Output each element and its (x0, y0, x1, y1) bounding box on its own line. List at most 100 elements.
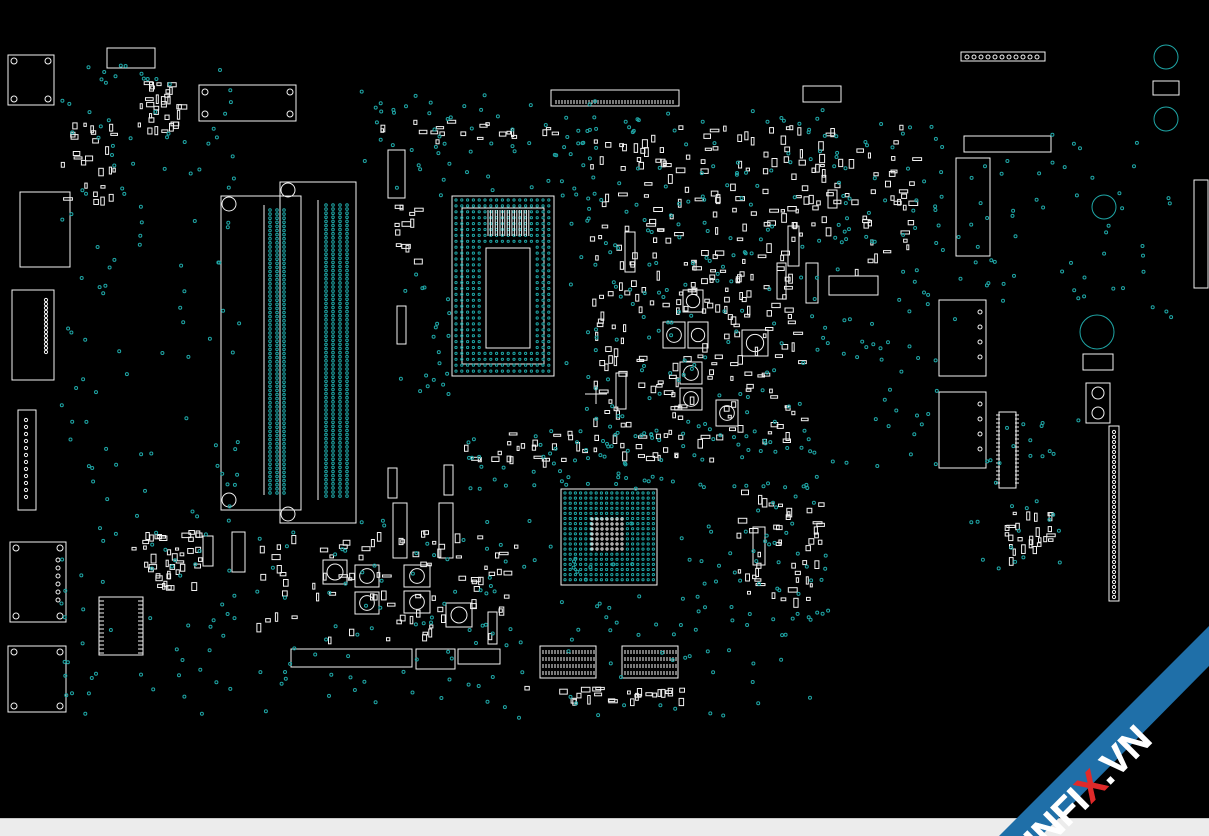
test-via (969, 520, 974, 525)
dimm-pin (324, 363, 328, 367)
smd-part (520, 443, 526, 449)
dimm-pin (324, 223, 328, 228)
smd-part (1006, 524, 1016, 528)
smd-part (672, 362, 679, 372)
bga-ball (641, 527, 645, 531)
test-via (875, 464, 880, 468)
test-via (329, 672, 334, 677)
bga-ball (471, 210, 475, 214)
dimm-pin (282, 487, 286, 491)
smd-part (830, 128, 835, 138)
test-via (683, 655, 688, 660)
test-via (657, 438, 662, 443)
smd-part (478, 576, 484, 586)
bga-ball (568, 557, 572, 561)
test-via (186, 623, 191, 628)
bga-ball (589, 573, 593, 577)
test-via (607, 605, 612, 610)
test-via (60, 98, 65, 103)
bga-ball (641, 532, 645, 536)
smd-part (663, 433, 669, 438)
bga-ball (489, 198, 493, 202)
dimm-pin (338, 350, 342, 355)
bga-ball (466, 304, 470, 308)
test-via (113, 531, 118, 536)
bga-ball (547, 322, 551, 326)
test-via (418, 389, 423, 394)
smd-part (906, 244, 910, 251)
dimm-pin (268, 462, 272, 467)
dimm-pin (275, 482, 279, 487)
test-via (427, 111, 432, 116)
dimm-pin (345, 231, 349, 236)
board-viewport[interactable] (0, 0, 1209, 818)
smd-part (595, 686, 605, 691)
bga-ball (466, 345, 470, 350)
test-via (1141, 269, 1146, 274)
test-via (886, 424, 891, 429)
bga-ball (641, 573, 645, 577)
smd-part (744, 131, 749, 141)
smd-part (464, 444, 469, 452)
test-via (554, 153, 559, 158)
connector-outline (955, 157, 991, 257)
dimm-pin (324, 236, 328, 240)
cpu-die-area (485, 247, 531, 349)
bga-ball (483, 233, 487, 237)
dimm-pin (345, 301, 349, 306)
test-via (86, 65, 91, 70)
bga-ball (541, 328, 545, 332)
test-via (559, 179, 564, 184)
bga-ball (641, 516, 645, 521)
inductor-outline (715, 399, 739, 427)
pin-pad (43, 333, 49, 339)
test-via (94, 671, 98, 676)
dimm-pin (331, 256, 335, 261)
smd-part (683, 305, 689, 312)
test-via (199, 711, 204, 716)
pcb-layout-canvas[interactable] (0, 0, 1209, 818)
smd-part (801, 185, 809, 192)
bga-ball (454, 269, 458, 273)
bga-ball (584, 516, 588, 521)
cpu-bga-outline (451, 195, 555, 377)
pin-pad (1111, 534, 1117, 540)
test-via (989, 258, 994, 263)
test-via (630, 302, 635, 306)
bga-ball (512, 369, 516, 373)
smd-part (885, 180, 891, 188)
dimm-pin (268, 454, 272, 458)
dimm-pin (331, 404, 335, 408)
smd-part (754, 346, 759, 357)
test-via (736, 442, 741, 447)
bga-ball (651, 557, 656, 561)
test-via (793, 494, 798, 499)
test-via (490, 631, 495, 636)
test-via (678, 623, 683, 627)
test-via (983, 164, 987, 169)
bga-ball (454, 263, 458, 267)
dimm-pin (275, 446, 279, 450)
test-via (646, 228, 650, 233)
test-via (141, 76, 146, 81)
dimm-pin (268, 388, 272, 393)
bga-ball (535, 369, 539, 373)
mounting-pad (56, 648, 64, 656)
test-via (630, 562, 635, 567)
smd-part (401, 243, 411, 249)
test-via (642, 218, 647, 222)
smd-part (757, 551, 761, 558)
test-via (466, 682, 471, 687)
test-via (81, 377, 86, 382)
smd-part (737, 517, 748, 524)
test-via (814, 275, 819, 280)
test-via (546, 178, 551, 183)
test-via (103, 80, 108, 85)
dimm-pin (331, 395, 335, 400)
ic-outline (98, 596, 144, 656)
smd-part (784, 405, 789, 409)
smd-part (653, 237, 658, 243)
dimm-pin (345, 490, 349, 494)
smd-part (593, 418, 598, 428)
smd-part (338, 574, 348, 578)
